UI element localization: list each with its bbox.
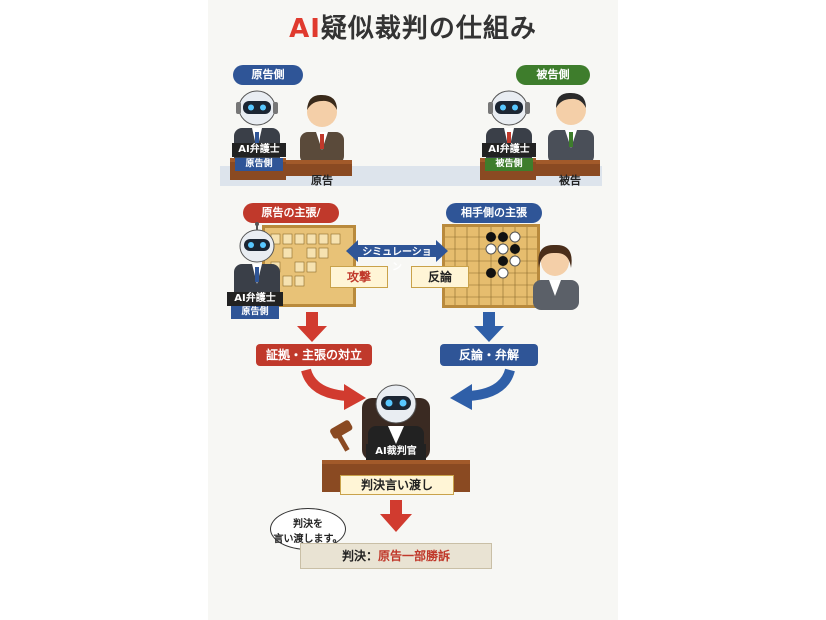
left-curved-arrow-icon xyxy=(301,368,366,410)
plaintiff-robot-label: AI弁護士 xyxy=(232,143,286,157)
defendant-side-header: 被告側 xyxy=(516,65,590,85)
plaintiff-claim-header: 原告の主張/ xyxy=(243,203,339,223)
title-rest: 疑似裁判の仕組み xyxy=(320,14,537,44)
verdict-banner: 判決：原告一部勝訴 xyxy=(300,543,492,569)
evidence-conflict-box: 証拠・主張の対立 xyxy=(256,344,372,366)
verdict-down-arrow-icon xyxy=(380,500,412,532)
plaintiff-person-icon xyxy=(300,94,344,164)
plaintiff-desk xyxy=(286,160,352,176)
right-down-arrow-icon xyxy=(474,312,504,342)
verdict-result: 原告一部勝訴 xyxy=(378,549,451,563)
bubble-line-2: 言い渡します。 xyxy=(273,534,343,545)
plaintiff-person-label: 原告 xyxy=(311,174,333,187)
claim-robot-sub: 原告側 xyxy=(231,306,279,319)
plaintiff-robot-sub: 原告側 xyxy=(235,158,283,171)
page-title: AI疑似裁判の仕組み xyxy=(208,8,618,45)
verdict-plate: 判決言い渡し xyxy=(340,475,454,495)
defendant-desk xyxy=(536,160,600,176)
defendant-robot-sub: 被告側 xyxy=(485,158,533,171)
simulation-double-arrow-icon xyxy=(346,240,448,262)
opponent-person-icon xyxy=(533,244,579,310)
right-curved-arrow-icon xyxy=(450,368,515,410)
left-down-arrow-icon xyxy=(297,312,327,342)
title-prefix: AI xyxy=(289,14,321,44)
claim-robot-label: AI弁護士 xyxy=(227,292,283,306)
simulation-label: シミュレーション xyxy=(362,247,432,273)
ai-judge-label: AI裁判官 xyxy=(366,444,426,460)
rebuttal-tag: 反論 xyxy=(411,266,469,288)
defendant-robot-label: AI弁護士 xyxy=(482,143,536,157)
rebuttal-defense-box: 反論・弁解 xyxy=(440,344,538,366)
defendant-person-label: 被告 xyxy=(559,174,581,187)
plaintiff-side-header: 原告側 xyxy=(233,65,303,85)
defendant-person-icon xyxy=(548,92,594,164)
opponent-claim-header: 相手側の主張 xyxy=(446,203,542,223)
attack-tag: 攻撃 xyxy=(330,266,388,288)
verdict-prefix: 判決： xyxy=(341,549,378,563)
go-stones-icon xyxy=(445,227,537,305)
gavel-icon xyxy=(330,420,353,452)
bubble-line-1: 判決を xyxy=(293,519,323,530)
